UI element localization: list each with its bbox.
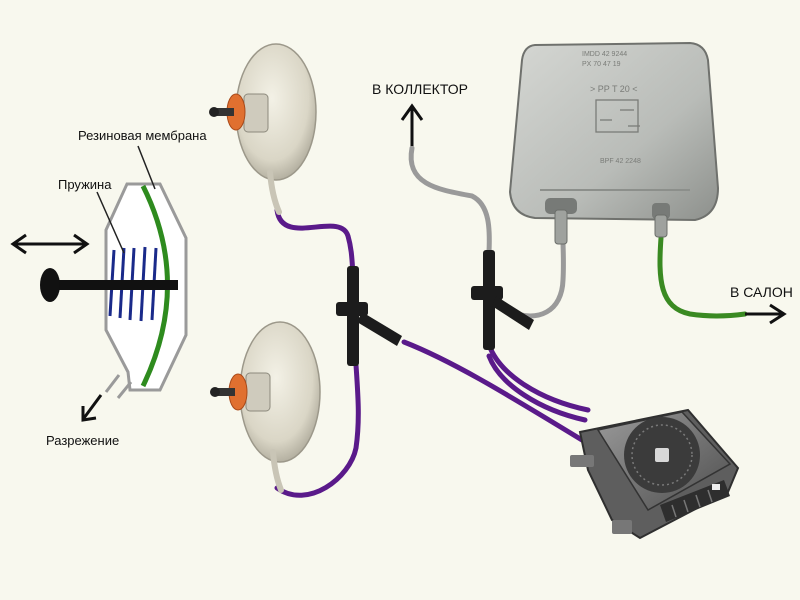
vacuum-label: Разрежение <box>46 433 120 448</box>
cabin-hose <box>657 235 748 319</box>
to-cabin-label: В САЛОН <box>730 284 793 300</box>
arrow-right-icon <box>745 303 787 325</box>
vacuum-actuator-bottom <box>210 321 321 493</box>
svg-text:PX 70 47 19: PX 70 47 19 <box>582 61 621 68</box>
spring-label: Пружина <box>58 177 112 192</box>
reservoir-markings: IMDD 42 9244 PX 70 47 19 > PP T 20 < BPF… <box>582 51 641 165</box>
label-leader-lines <box>96 145 156 254</box>
actuator-cross-section <box>10 145 188 422</box>
reservoir-port-left <box>545 198 577 245</box>
switch-clip <box>570 455 632 534</box>
vacuum-reservoir: IMDD 42 9244 PX 70 47 19 > PP T 20 < BPF… <box>508 41 720 245</box>
collector-hose <box>408 145 566 319</box>
switch-dial <box>624 417 700 493</box>
rubber-membrane-label: Резиновая мембрана <box>78 128 207 143</box>
actuator-housing <box>104 182 188 399</box>
svg-text:BPF 42 2248: BPF 42 2248 <box>600 158 641 165</box>
double-arrow-icon <box>10 233 90 255</box>
vacuum-control-switch <box>570 408 740 540</box>
switch-roller <box>660 480 730 522</box>
actuator-rod <box>40 268 178 302</box>
tee-connector-left <box>336 266 402 366</box>
tee-connector-right <box>471 250 534 350</box>
vacuum-actuator-top <box>209 43 317 215</box>
svg-text:> PP T 20 <: > PP T 20 < <box>590 84 638 94</box>
vacuum-hoses <box>274 207 591 498</box>
reservoir-symbol <box>595 99 640 133</box>
to-collector-label: В КОЛЛЕКТОР <box>372 81 468 97</box>
reservoir-port-right <box>652 203 670 238</box>
arrow-down-left-icon <box>81 394 103 422</box>
svg-text:IMDD 42 9244: IMDD 42 9244 <box>582 51 627 58</box>
arrow-up-icon <box>400 103 424 146</box>
